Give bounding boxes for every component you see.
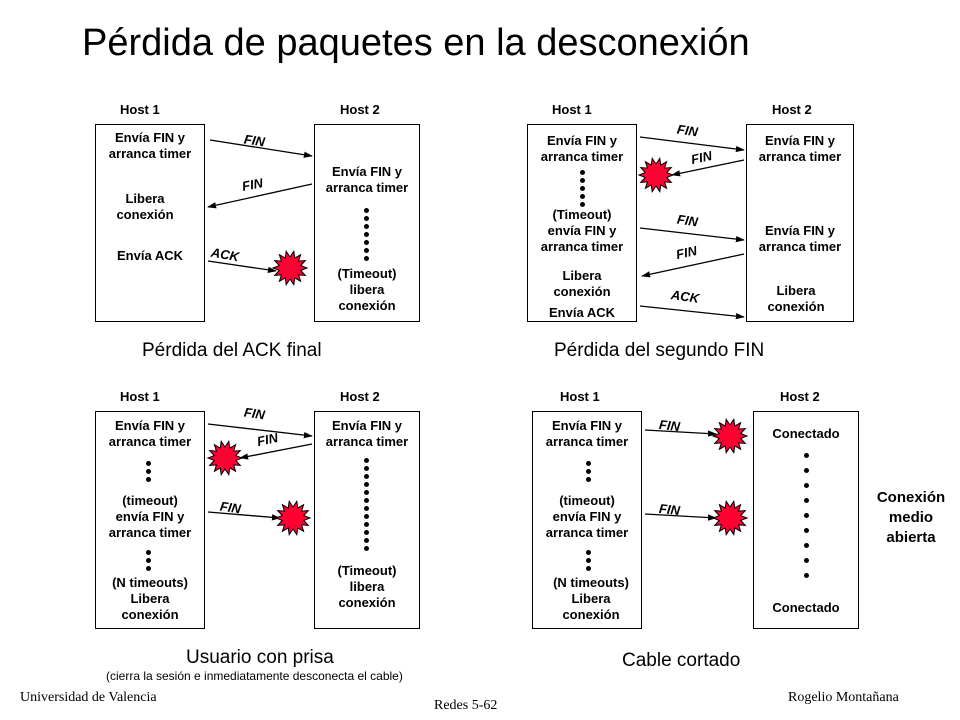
arrow-fin-3 [639,227,745,243]
host2-box [753,411,859,629]
arrow-ack [639,305,745,320]
footer-left: Universidad de Valencia [20,690,157,705]
host1-label: Host 1 [120,389,160,404]
wait-dots [364,208,370,261]
wait-dots [804,453,810,578]
arrow-fin-1 [207,423,313,439]
arrow-fin-4 [641,253,745,278]
footer-right: Rogelio Montañana [788,690,899,705]
arrow-fin-2 [671,159,745,177]
host2-box [314,411,420,629]
host1-release: Libera conexión [116,191,174,222]
arrow-fin-1 [639,136,745,153]
host2-send-fin: Envía FIN y arranca timer [325,164,409,195]
host1-n-timeouts: (N timeouts) Libera conexión [553,575,629,622]
host1-box [527,124,637,322]
host2-label: Host 2 [340,102,380,117]
wait-dots [146,461,152,482]
arrow-fin-3 [207,511,281,521]
arrow-ack [207,260,277,273]
host1-label: Host 1 [560,389,600,404]
host2-box [314,124,420,322]
host1-n-timeouts: (N timeouts) Libera conexión [112,575,188,622]
caption-hasty-user: Usuario con prisa [186,647,334,668]
host2-connected-bottom: Conectado [772,600,840,615]
page-title: Pérdida de paquetes en la desconexión [82,22,750,64]
host2-timeout: (Timeout) libera conexión [337,563,397,610]
arrow-fin-1 [209,139,313,158]
host1-send-fin: Envía FIN y arranca timer [108,130,192,161]
packet-loss-icon [274,500,312,536]
arrow-fin-1 [644,429,717,437]
host2-timeout: (Timeout) libera conexión [337,266,397,313]
host2-label: Host 2 [340,389,380,404]
packet-loss-icon [711,500,749,536]
packet-loss-icon [637,157,675,193]
packet-loss-icon [206,440,244,476]
packet-loss-icon [711,418,749,454]
host2-box [746,124,854,322]
host1-label: Host 1 [552,102,592,117]
wait-dots [146,550,152,571]
half-open-connection-label: Conexión medio abierta [876,489,946,546]
subcaption-hasty-user: (cierra la sesión e inmediatamente desco… [106,669,403,683]
host1-send-fin: Envía FIN y arranca timer [540,133,624,164]
host2-send-fin-2: Envía FIN y arranca timer [758,223,842,254]
arrow-fin-2 [239,443,313,460]
wait-dots [364,458,370,551]
host1-box [532,411,642,629]
host1-send-ack: Envía ACK [117,248,183,263]
host1-timeout: (timeout) envía FIN y arranca timer [545,493,629,540]
host2-send-fin: Envía FIN y arranca timer [325,418,409,449]
caption-ack-lost: Pérdida del ACK final [142,340,322,361]
host2-send-fin-1: Envía FIN y arranca timer [758,133,842,164]
wait-dots [586,550,592,571]
host1-send-fin: Envía FIN y arranca timer [108,418,192,449]
host1-release: Libera conexión [553,268,611,299]
arrow-fin-2 [644,513,717,521]
host2-label: Host 2 [772,102,812,117]
host1-box [95,411,205,629]
footer-center: Redes 5-62 [434,698,498,713]
host2-release: Libera conexión [767,283,825,314]
host2-label: Host 2 [780,389,820,404]
host1-timeout: (timeout) envía FIN y arranca timer [108,493,192,540]
host1-send-ack: Envía ACK [549,305,615,320]
host1-box [95,124,205,322]
host1-send-fin: Envía FIN y arranca timer [545,418,629,449]
wait-dots [586,461,592,482]
host1-timeout: (Timeout) envía FIN y arranca timer [540,207,624,254]
host1-label: Host 1 [120,102,160,117]
wait-dots [580,170,586,207]
caption-second-fin-lost: Pérdida del segundo FIN [554,340,765,361]
packet-loss-icon [271,250,309,286]
caption-cable-cut: Cable cortado [622,650,741,671]
arrow-fin-2 [207,183,313,209]
host2-connected-top: Conectado [772,426,840,441]
